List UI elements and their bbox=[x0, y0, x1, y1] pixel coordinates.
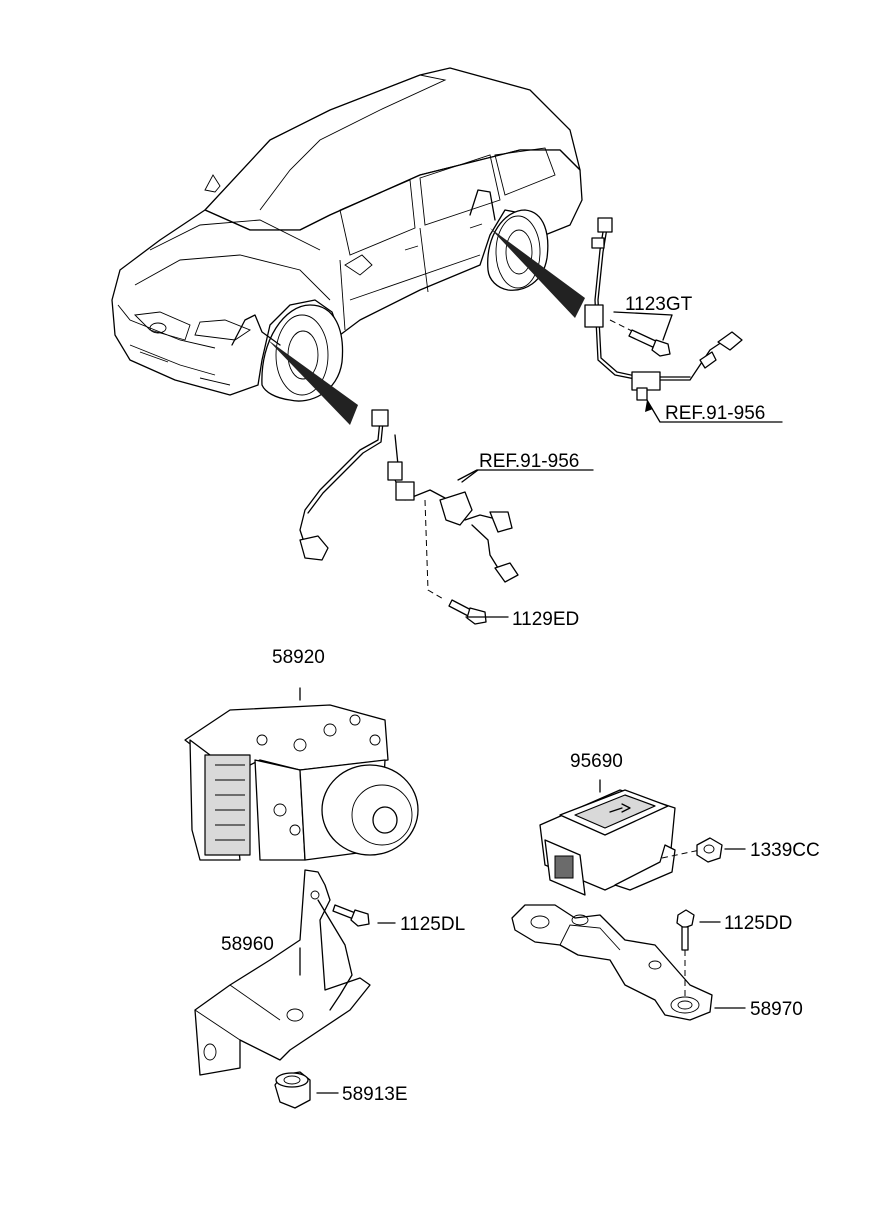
leader-lines bbox=[299, 311, 783, 1094]
front-wheel-speed-sensor bbox=[299, 409, 519, 625]
label-ref-front: REF.91-956 bbox=[479, 451, 579, 472]
label-95690: 95690 bbox=[570, 751, 623, 772]
car-illustration bbox=[111, 67, 585, 425]
label-58970: 58970 bbox=[750, 999, 803, 1020]
bush-58913E-icon bbox=[274, 1071, 311, 1109]
bolt-1123GT-icon bbox=[628, 329, 671, 357]
bolt-1125DD-icon bbox=[676, 909, 695, 951]
label-1339CC: 1339CC bbox=[750, 840, 820, 861]
nut-1339CC-icon bbox=[696, 837, 723, 863]
label-58913E: 58913E bbox=[342, 1084, 408, 1105]
bolt-1125DL-icon bbox=[332, 904, 370, 927]
hecu-bracket-58960 bbox=[194, 869, 371, 1076]
abs-hecu-58920 bbox=[184, 687, 419, 861]
yaw-rate-sensor-95690 bbox=[539, 779, 723, 896]
label-1129ED: 1129ED bbox=[512, 609, 579, 630]
label-1125DD: 1125DD bbox=[724, 913, 792, 934]
label-58960: 58960 bbox=[221, 934, 274, 955]
rear-wheel-speed-sensor bbox=[584, 217, 743, 401]
label-ref-rear: REF.91-956 bbox=[665, 403, 765, 424]
bolt-1129ED-icon bbox=[448, 599, 487, 625]
label-58920: 58920 bbox=[272, 647, 325, 668]
sensor-bracket-58970 bbox=[511, 904, 713, 1021]
label-1123GT: 1123GT bbox=[625, 294, 693, 315]
label-1125DL: 1125DL bbox=[400, 914, 465, 935]
